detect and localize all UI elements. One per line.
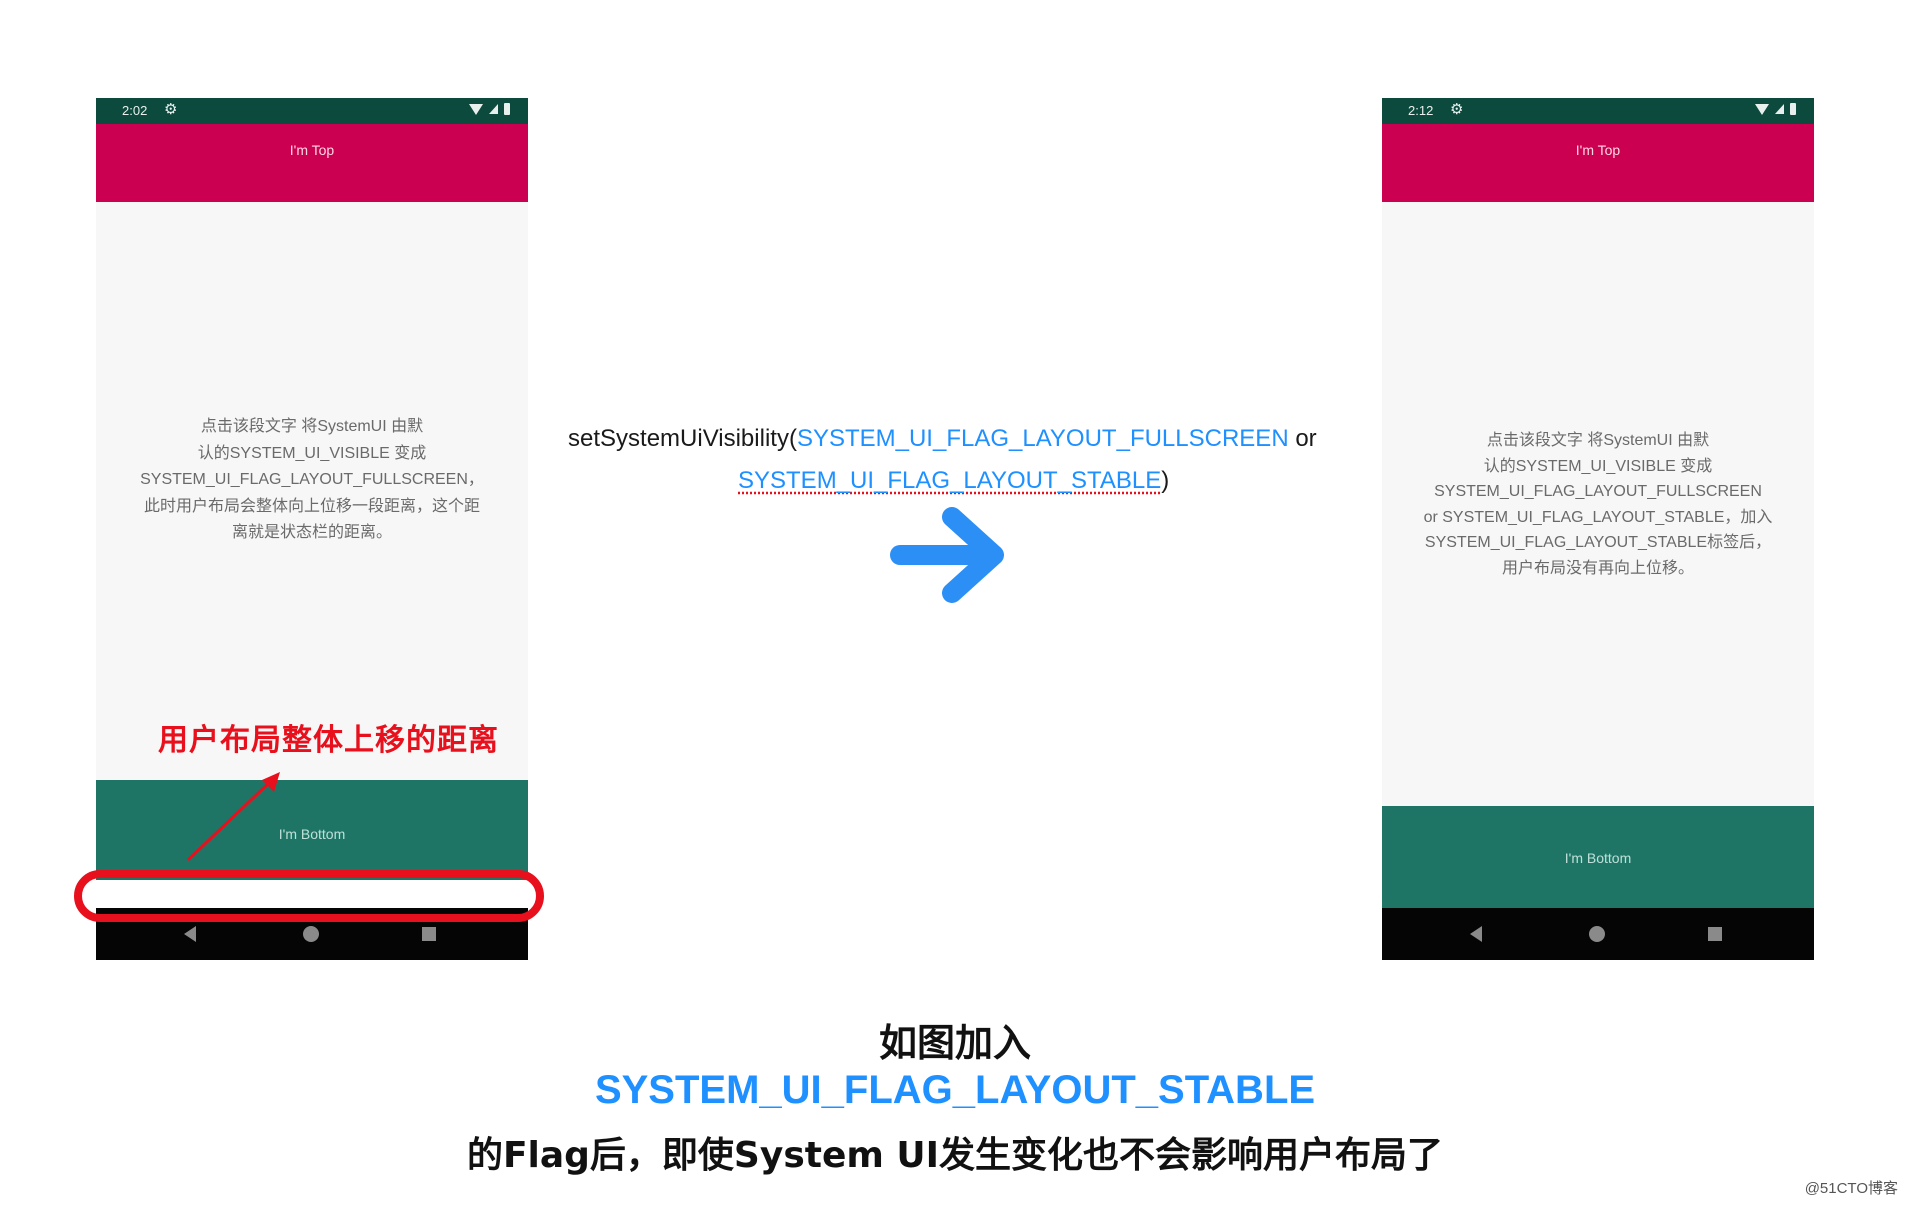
left-phone-screenshot: 2:02 ⚙ I'm Top 点击该段文字 将SystemUI 由默 认的SYS… <box>96 98 528 960</box>
body-line: 用户布局没有再向上位移。 <box>1501 559 1694 577</box>
caption-line2: SYSTEM_UI_FLAG_LAYOUT_STABLE <box>594 1068 1316 1112</box>
body-line: 认的SYSTEM_UI_VISIBLE 变成 <box>197 444 427 462</box>
body-line: 此时用户布局会整体向上位移一段距离，这个距 <box>143 497 480 515</box>
recents-icon[interactable] <box>422 927 436 941</box>
back-icon[interactable] <box>184 926 196 942</box>
call-prefix: setSystemUiVisibility( <box>568 425 797 452</box>
or-word: or <box>1288 425 1317 452</box>
body-line: 离就是状态栏的距离。 <box>231 524 392 541</box>
wifi-icon <box>1755 103 1769 115</box>
top-bar: I'm Top <box>96 124 528 202</box>
body-line: or SYSTEM_UI_FLAG_LAYOUT_STABLE，加入 <box>1423 508 1773 526</box>
status-bar: 2:02 ⚙ <box>96 98 528 124</box>
watermark: @51CTO博客 <box>1804 1180 1898 1197</box>
status-icons <box>1755 103 1796 115</box>
home-icon[interactable] <box>303 926 319 942</box>
bottom-bar: I'm Bottom <box>96 780 528 880</box>
bottom-label: I'm Bottom <box>278 826 346 842</box>
body-line: 点击该段文字 将SystemUI 由默 <box>1486 432 1710 449</box>
gear-icon: ⚙ <box>1450 101 1464 118</box>
top-label: I'm Top <box>1575 142 1621 158</box>
flag-stable: SYSTEM_UI_FLAG_LAYOUT_STABLE <box>738 467 1162 494</box>
status-bar: 2:12 ⚙ <box>1382 98 1814 124</box>
close-paren: ) <box>1161 467 1170 494</box>
body-line: SYSTEM_UI_FLAG_LAYOUT_FULLSCREEN <box>1434 483 1762 500</box>
flag-fullscreen: SYSTEM_UI_FLAG_LAYOUT_FULLSCREEN <box>796 425 1289 452</box>
body-line: SYSTEM_UI_FLAG_LAYOUT_STABLE标签后， <box>1424 534 1772 551</box>
status-time: 2:02 <box>122 103 148 118</box>
shift-annotation: 用户布局整体上移的距离 <box>158 723 499 758</box>
api-call-line2: SYSTEM_UI_FLAG_LAYOUT_STABLE) <box>738 467 1169 495</box>
top-label: I'm Top <box>289 142 335 158</box>
bottom-bar: I'm Bottom <box>1382 806 1814 908</box>
gap-highlight-oval <box>74 870 544 922</box>
exposed-gap <box>96 880 528 908</box>
caption-line3: 的Flag后，即使System UI发生变化也不会影响用户布局了 <box>466 1135 1444 1176</box>
annotation-arrow-icon <box>186 772 280 862</box>
battery-icon <box>1790 103 1796 115</box>
gear-icon: ⚙ <box>164 101 178 118</box>
back-icon[interactable] <box>1470 926 1482 942</box>
api-call-line1: setSystemUiVisibility(SYSTEM_UI_FLAG_LAY… <box>568 425 1317 453</box>
right-phone-screenshot: 2:12 ⚙ I'm Top 点击该段文字 将SystemUI 由默 认的SYS… <box>1382 98 1814 960</box>
wifi-icon <box>469 103 483 115</box>
top-bar: I'm Top <box>1382 124 1814 202</box>
body-line: SYSTEM_UI_FLAG_LAYOUT_FULLSCREEN， <box>140 471 484 488</box>
status-icons <box>469 103 510 115</box>
signal-icon <box>489 104 498 114</box>
arrow-right-icon <box>890 507 1004 603</box>
battery-icon <box>504 103 510 115</box>
caption-line1: 如图加入 <box>878 1021 1031 1065</box>
signal-icon <box>1775 104 1784 114</box>
home-icon[interactable] <box>1589 926 1605 942</box>
status-time: 2:12 <box>1408 103 1434 118</box>
navigation-bar <box>1382 908 1814 960</box>
recents-icon[interactable] <box>1708 927 1722 941</box>
bottom-label: I'm Bottom <box>1564 850 1632 866</box>
body-line: 认的SYSTEM_UI_VISIBLE 变成 <box>1483 457 1713 475</box>
body-text[interactable]: 点击该段文字 将SystemUI 由默 认的SYSTEM_UI_VISIBLE … <box>1398 428 1798 581</box>
body-line: 点击该段文字 将SystemUI 由默 <box>200 418 424 435</box>
body-text[interactable]: 点击该段文字 将SystemUI 由默 认的SYSTEM_UI_VISIBLE … <box>112 414 512 547</box>
